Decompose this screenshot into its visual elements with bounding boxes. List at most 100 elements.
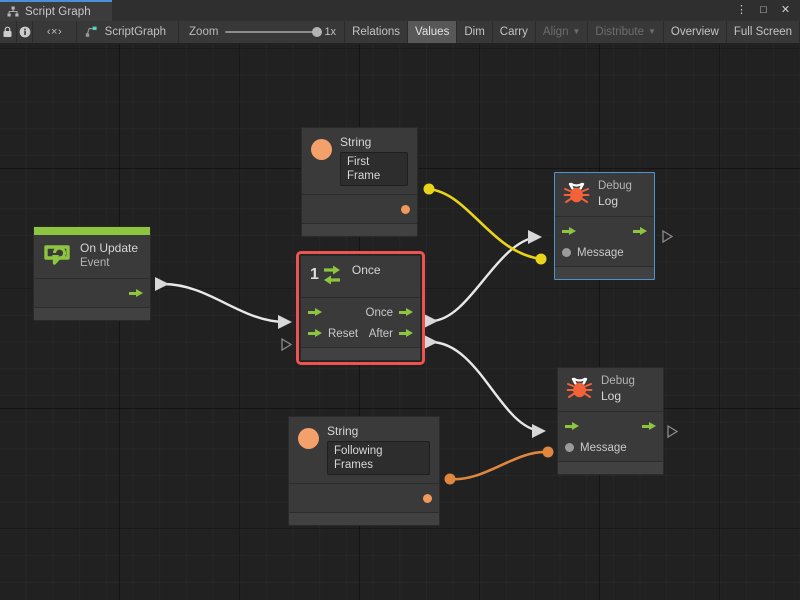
window-title-bar: Script Graph ⋮ □ ✕: [0, 0, 800, 21]
graph-toolbar: ‹×› ScriptGraph Zoom 1x Relations Values…: [0, 21, 800, 44]
string-value-input[interactable]: First Frame: [340, 152, 408, 186]
connection-wires: [155, 183, 554, 485]
chevron-down-icon: ▼: [572, 26, 581, 36]
node-header: String Following Frames: [289, 417, 439, 484]
tab-script-graph[interactable]: Script Graph: [0, 0, 112, 21]
flow-input-arrow-icon[interactable]: [308, 328, 322, 339]
graph-canvas[interactable]: On Update Event String First Frame: [0, 44, 800, 600]
wire-string-following-to-message: [444, 446, 554, 485]
bug-icon: [563, 180, 590, 206]
wire-onupdate-to-once: [155, 277, 292, 329]
event-update-icon: [42, 242, 72, 269]
window-controls: ⋮ □ ✕: [735, 0, 796, 21]
code-view-button[interactable]: ‹×›: [33, 21, 77, 43]
node-header: Debug Log: [558, 368, 663, 412]
unconnected-output-marker-bottom: [667, 425, 678, 438]
zoom-control[interactable]: Zoom 1x: [179, 21, 346, 43]
info-icon: [19, 26, 31, 38]
zoom-slider-handle[interactable]: [312, 27, 323, 37]
node-body: Message: [558, 412, 663, 461]
flow-output-arrow-icon[interactable]: [633, 226, 647, 237]
flow-output-arrow-icon[interactable]: [129, 288, 143, 299]
lock-button[interactable]: [0, 21, 17, 43]
unconnected-input-marker-reset: [281, 338, 292, 351]
carry-button[interactable]: Carry: [493, 21, 536, 43]
flow-input-arrow-icon[interactable]: [562, 226, 576, 237]
port-row-trigger[interactable]: [34, 283, 150, 304]
value-input-port[interactable]: [562, 248, 571, 257]
node-title: Debug: [598, 180, 632, 192]
once-icon: 1: [310, 263, 344, 287]
node-footer: [289, 512, 439, 525]
node-body: Once Reset After: [301, 298, 420, 347]
node-string-following-frames[interactable]: String Following Frames: [288, 416, 440, 526]
overview-button[interactable]: Overview: [664, 21, 727, 43]
zoom-value-label: 1x: [324, 26, 337, 38]
port-label-after: After: [368, 327, 393, 340]
relations-button[interactable]: Relations: [345, 21, 409, 43]
wire-once-after-to-debuglog-bottom: [424, 335, 546, 438]
node-header: On Update Event: [34, 235, 150, 279]
node-on-update[interactable]: On Update Event: [33, 226, 151, 321]
port-label-message: Message: [580, 441, 627, 454]
more-options-icon[interactable]: ⋮: [736, 4, 747, 16]
flow-input-arrow-icon[interactable]: [308, 307, 322, 318]
node-footer: [558, 461, 663, 474]
node-header: 1 Once: [301, 256, 420, 298]
port-row-message[interactable]: Message: [555, 242, 654, 263]
flow-output-arrow-icon[interactable]: [399, 328, 413, 339]
flow-output-arrow-icon[interactable]: [399, 307, 413, 318]
port-label-reset: Reset: [328, 327, 359, 340]
wire-once-to-debuglog-top: [424, 230, 542, 328]
flow-output-arrow-icon[interactable]: [642, 421, 656, 432]
tab-label: Script Graph: [25, 5, 91, 18]
bug-icon: [566, 375, 593, 401]
maximize-icon[interactable]: □: [760, 4, 767, 16]
node-header: String First Frame: [302, 128, 417, 195]
node-debug-log-top[interactable]: Debug Log Message: [554, 172, 655, 280]
node-debug-log-bottom[interactable]: Debug Log Message: [557, 367, 664, 475]
node-once[interactable]: 1 Once Once: [296, 251, 425, 365]
close-icon[interactable]: ✕: [780, 4, 791, 16]
zoom-label: Zoom: [189, 26, 219, 38]
port-row-value-output[interactable]: [289, 488, 439, 509]
node-subtitle: Event: [80, 257, 110, 269]
event-accent-bar: [34, 227, 150, 235]
graph-name-field[interactable]: ScriptGraph: [77, 21, 180, 43]
node-body: [34, 279, 150, 307]
port-row-value-output[interactable]: [302, 199, 417, 220]
once-icon-number: 1: [310, 266, 319, 283]
graph-name-label: ScriptGraph: [104, 26, 167, 38]
value-input-port[interactable]: [565, 443, 574, 452]
node-title: On Update: [80, 241, 139, 255]
align-dropdown[interactable]: Align ▼: [536, 21, 589, 43]
flow-input-arrow-icon[interactable]: [565, 421, 579, 432]
port-row-flow[interactable]: [558, 416, 663, 437]
node-body: [289, 484, 439, 512]
node-title: Debug: [601, 375, 635, 387]
node-subtitle: Log: [598, 194, 619, 208]
port-row-enter-once[interactable]: Once: [301, 302, 420, 323]
zoom-slider[interactable]: [225, 27, 323, 37]
string-value-input[interactable]: Following Frames: [327, 441, 430, 475]
tab-bar-empty-area: [112, 0, 800, 21]
node-footer: [34, 307, 150, 320]
value-output-port[interactable]: [401, 205, 410, 214]
port-row-reset-after[interactable]: Reset After: [301, 323, 420, 344]
node-body: Message: [555, 217, 654, 266]
align-label: Align: [542, 26, 569, 38]
string-value-icon: [311, 139, 332, 160]
port-row-flow[interactable]: [555, 221, 654, 242]
chevron-down-icon: ▼: [647, 26, 656, 36]
dim-button[interactable]: Dim: [457, 21, 493, 43]
distribute-dropdown[interactable]: Distribute ▼: [588, 21, 664, 43]
info-button[interactable]: [17, 21, 34, 43]
values-button[interactable]: Values: [408, 21, 458, 43]
value-output-port[interactable]: [423, 494, 432, 503]
node-string-first-frame[interactable]: String First Frame: [301, 127, 418, 237]
full-screen-button[interactable]: Full Screen: [727, 21, 800, 43]
port-row-message[interactable]: Message: [558, 437, 663, 458]
node-subtitle: Log: [601, 389, 622, 403]
wire-string-first-to-message: [423, 183, 547, 265]
code-brackets-icon: ‹×›: [46, 26, 63, 38]
